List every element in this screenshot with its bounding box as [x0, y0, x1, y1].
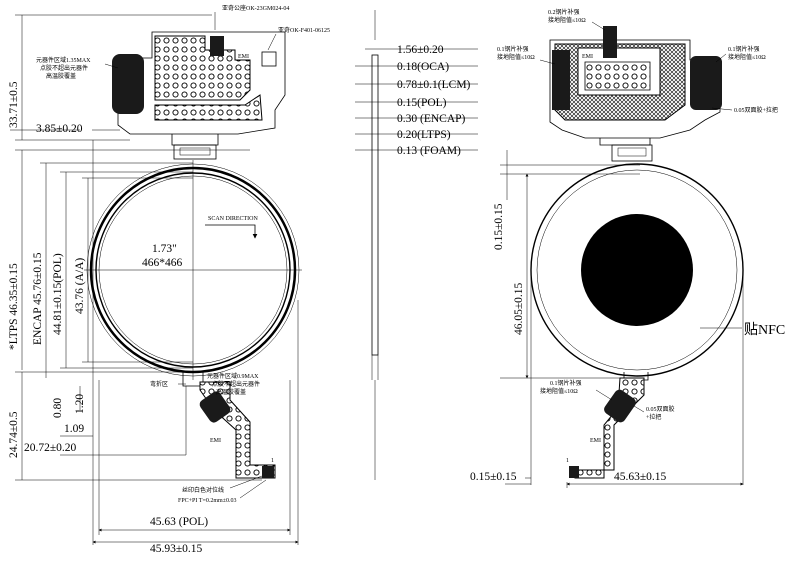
stiffener-bottom: 0.1钢片补强 — [550, 379, 582, 387]
stack-layer-foam: 0.13 (FOAM) — [397, 145, 461, 157]
stack-layer-encap: 0.30 (ENCAP) — [397, 113, 466, 125]
resolution: 466*466 — [142, 257, 183, 269]
dim-pol-w: 45.63 (POL) — [150, 516, 208, 528]
dim-tail-height: 24.74±0.5 — [8, 411, 20, 458]
back-display — [530, 163, 744, 377]
front-stiffener-left — [112, 54, 144, 114]
dim-ltps-w: 45.93±0.15 — [150, 543, 203, 555]
front-top-fpc — [112, 31, 286, 160]
dim-080: 0.80 — [52, 398, 64, 418]
back-dimensions — [500, 150, 744, 488]
back-inner-ring — [536, 169, 738, 371]
stack-total: 1.56±0.20 — [397, 44, 444, 56]
dim-120: 1.20 — [74, 394, 86, 414]
fpc-note: FPC+PI T=0.2mm±0.03 — [178, 498, 236, 504]
nfc-label: 贴NFC — [744, 322, 785, 338]
back-top-fpc — [549, 26, 722, 162]
stack-layer-pol: 0.15(POL) — [397, 97, 447, 109]
front-fpc-trace-2 — [154, 94, 263, 121]
front-pin-one: 1 — [271, 458, 274, 464]
front-fpc-body — [117, 31, 286, 135]
stiffener-right-2: 接地阻值≤10Ω — [728, 53, 766, 61]
back-dim-bottom-gap: 0.15±0.15 — [470, 471, 517, 483]
component-area-top: 元器件区域1.35MAX — [36, 56, 91, 64]
emi-label-bottom: EMI — [210, 438, 221, 444]
stiffener-left-2: 接地阻值≤10Ω — [497, 53, 535, 61]
back-emi-label-bottom: EMI — [590, 438, 601, 444]
stiffener-right: 0.1钢片补强 — [728, 45, 760, 53]
front-tail — [182, 372, 276, 479]
dim-top-offset: 3.85±0.20 — [36, 123, 83, 135]
back-tail-contact — [569, 466, 579, 478]
dim-aa: 43.76 (A/A) — [74, 258, 86, 314]
back-dim-width: 45.63±0.15 — [614, 471, 667, 483]
back-dim-height: 46.05±0.15 — [513, 282, 525, 335]
bend-zone: 弯折区 — [150, 380, 168, 388]
stack-panel-profile — [371, 54, 379, 356]
stiffener-top: 0.2钢片补强 — [548, 8, 580, 16]
component-area-bottom-3: 高温胶覆盖 — [216, 388, 246, 396]
dim-ltps: *LTPS 46.35±0.15 — [8, 263, 20, 350]
back-fpc-inner — [584, 61, 651, 91]
back-bond-pad-inner — [617, 147, 647, 157]
back-stiffener-left — [552, 50, 570, 110]
stack-layer-lcm: 0.78±0.1(LCM) — [397, 79, 471, 91]
stiffener-bottom-2: 接地阻值≤10Ω — [540, 387, 578, 395]
back-stiffener-right — [690, 56, 722, 110]
stack-layer-oca: 0.18(OCA) — [397, 61, 449, 73]
front-connector — [210, 36, 224, 56]
stiffener-top-2: 接地阻值≤10Ω — [548, 16, 586, 24]
front-tail-contact — [262, 466, 274, 478]
component-area-top-2: 点胶不超出元器件 — [40, 64, 88, 72]
component-area-top-3: 高温胶覆盖 — [46, 72, 76, 80]
display-size: 1.73" — [152, 243, 177, 255]
tape-top: 0.05双面胶+拉把 — [734, 106, 778, 114]
dim-top-height: 33.71±0.5 — [8, 81, 20, 128]
connector-part-1: 亚奇公座OK-23GM024-04 — [222, 4, 289, 12]
front-connector-2 — [261, 51, 277, 67]
connector-part-2: 亚奇OK-F401-06125 — [278, 26, 330, 34]
dim-109: 1.09 — [64, 423, 84, 435]
front-dimensions — [10, 14, 299, 545]
nfc-coil — [581, 214, 693, 326]
white-line: 丝印白色对位线 — [182, 486, 224, 494]
front-fpc-trace — [154, 35, 251, 101]
back-fpc-body — [549, 39, 721, 139]
tape-bottom: 0.05双面胶 — [646, 405, 675, 413]
tape-bottom-2: +拉把 — [646, 413, 661, 421]
dim-encap: ENCAP 45.76±0.15 — [32, 252, 44, 345]
front-bond-pad-inner — [179, 147, 211, 156]
scan-direction: SCAN DIRECTION — [208, 216, 259, 222]
emi-label-top: EMI — [238, 54, 249, 60]
back-tail-component — [604, 389, 636, 423]
back-pin-one: 1 — [566, 458, 569, 464]
front-display: 1.73" 466*466 SCAN DIRECTION — [84, 160, 302, 380]
component-area-bottom: 元器件区域0.9MAX — [207, 372, 259, 380]
back-dim-left-gap: 0.15±0.15 — [493, 203, 505, 250]
component-area-bottom-2: 点胶不超出元器件 — [212, 380, 260, 388]
back-tail — [569, 372, 649, 479]
stack-side-view: 1.56±0.20 0.18(OCA) 0.78±0.1(LCM) 0.15(P… — [355, 10, 478, 480]
dim-pol-h: 44.81±0.15(POL) — [52, 253, 64, 335]
back-view: 0.2钢片补强 接地阻值≤10Ω 0.1钢片补强 接地阻值≤10Ω EMI 0.… — [470, 8, 785, 488]
stack-layer-ltps: 0.20(LTPS) — [397, 129, 451, 141]
stiffener-left: 0.1钢片补强 — [497, 45, 529, 53]
front-tail-component — [199, 391, 231, 423]
back-tail-body — [574, 377, 645, 479]
front-neck — [171, 134, 219, 146]
front-bond-pad — [173, 144, 217, 160]
back-neck — [599, 138, 651, 146]
scan-arrow — [205, 224, 258, 239]
dim-tail-offset: 20.72±0.20 — [24, 442, 77, 454]
back-bond-pad — [611, 144, 653, 162]
back-stiffener-top — [603, 26, 617, 58]
front-view: 亚奇公座OK-23GM024-04 亚奇OK-F401-06125 EMI 元器… — [8, 4, 330, 555]
back-emi-label: EMI — [582, 54, 593, 60]
front-tail-neck — [182, 372, 204, 387]
